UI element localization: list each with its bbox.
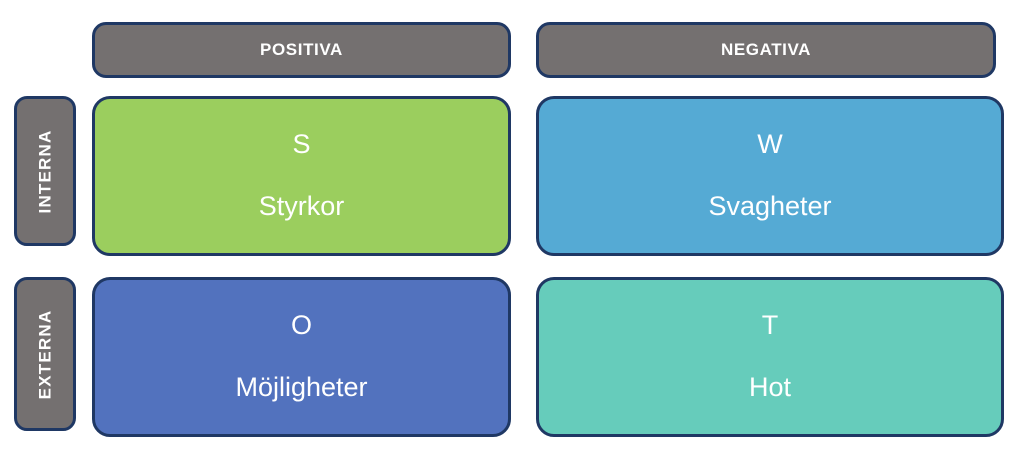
row-header-interna-label: INTERNA [35,129,55,213]
quadrant-opportunities-label: Möjligheter [235,372,368,403]
row-header-externa-label: EXTERNA [35,309,55,399]
quadrant-strengths-label: Styrkor [258,191,345,222]
quadrant-strengths: S Styrkor [92,96,511,256]
quadrant-strengths-letter: S [292,129,311,160]
quadrant-threats-label: Hot [748,372,792,403]
column-header-positiva-label: POSITIVA [260,40,343,59]
column-header-negativa: NEGATIVA [536,22,996,78]
quadrant-weaknesses-label: Svagheter [708,191,832,222]
quadrant-weaknesses-letter: W [757,129,783,160]
quadrant-threats-letter: T [761,310,779,341]
quadrant-opportunities: O Möjligheter [92,277,511,437]
column-header-negativa-label: NEGATIVA [720,40,812,59]
column-header-positiva: POSITIVA [92,22,511,78]
row-header-externa: EXTERNA [14,277,76,431]
quadrant-weaknesses: W Svagheter [536,96,1004,256]
row-header-interna: INTERNA [14,96,76,246]
quadrant-threats: T Hot [536,277,1004,437]
quadrant-opportunities-letter: O [290,310,312,341]
